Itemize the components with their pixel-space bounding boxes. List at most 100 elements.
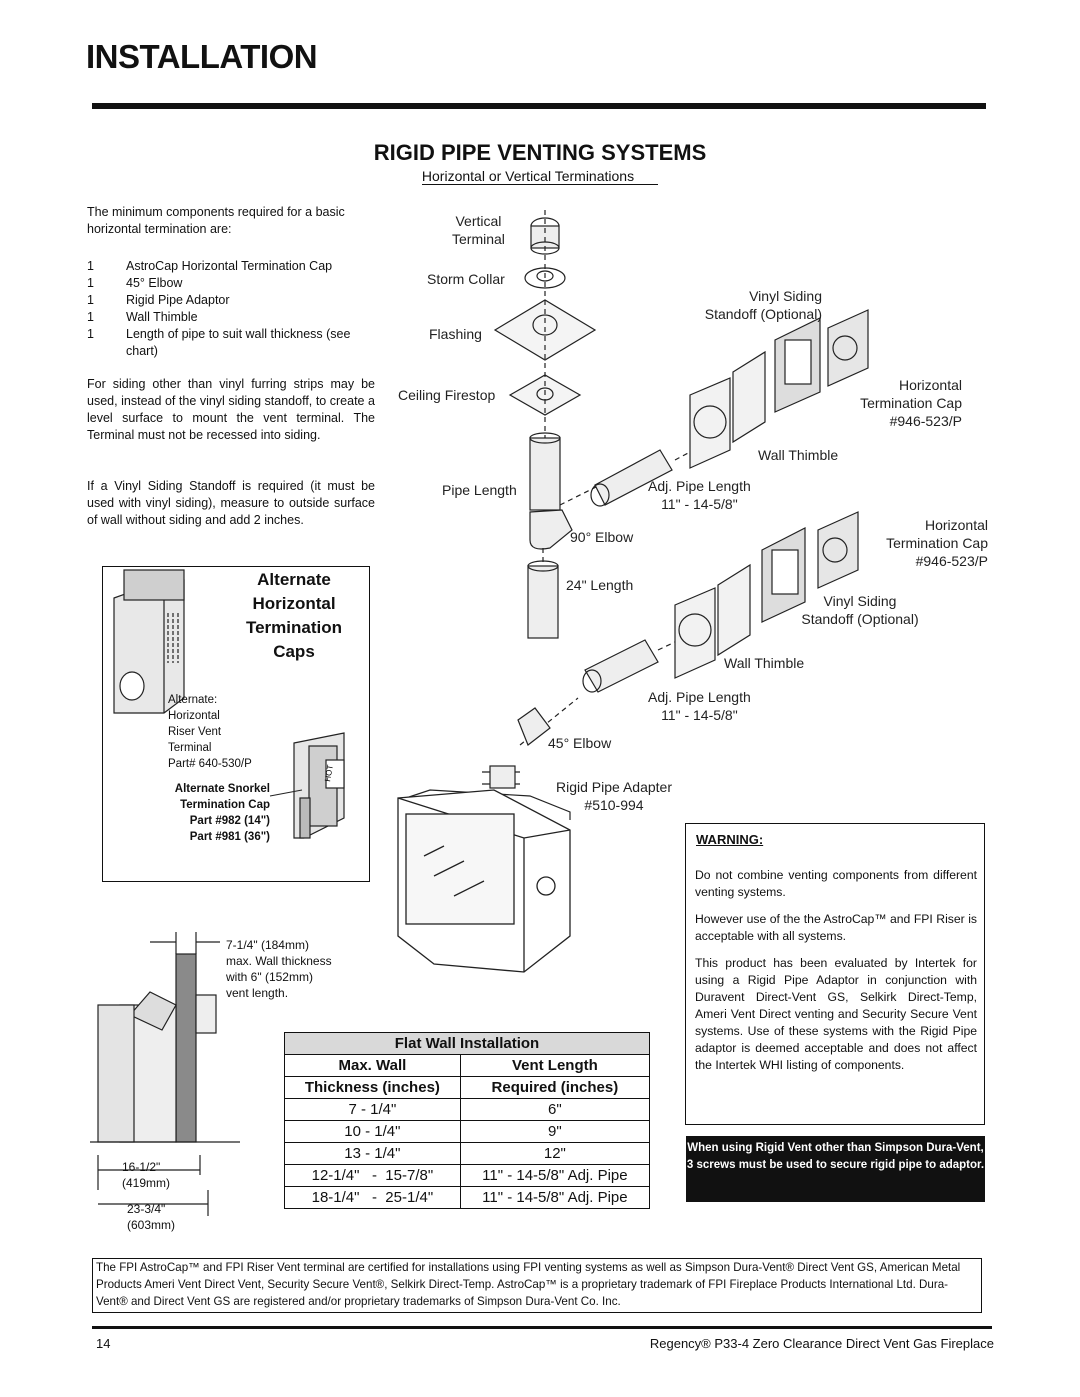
intro-text: The minimum components required for a ba…: [87, 205, 345, 236]
col-header: Max. Wall: [284, 1054, 461, 1077]
col-header: Vent Length: [459, 1054, 651, 1077]
label-line: Adj. Pipe Length: [648, 689, 751, 705]
riser-line: Riser Vent: [168, 726, 222, 738]
warning-paragraph: Do not combine venting components from d…: [695, 868, 977, 899]
table-row: 18-1/4" - 25-1/4"11" - 14-5/8" Adj. Pipe: [284, 1186, 651, 1209]
label-line: #946-523/P: [915, 553, 988, 569]
adj-pipe-label-2: Adj. Pipe Length 11" - 14-5/8": [648, 688, 751, 724]
fireplace-illustration: [397, 789, 571, 973]
header-rule: [92, 103, 986, 109]
qty: 1: [87, 310, 94, 324]
warning-heading: WARNING:: [696, 832, 764, 847]
table-row: 12-1/4" - 15-7/8"11" - 14-5/8" Adj. Pipe: [284, 1164, 651, 1187]
dim-line: 23-3/4": [127, 1202, 166, 1216]
table-row: 10 - 1/4"9": [284, 1120, 651, 1143]
riser-line: Alternate:: [168, 694, 218, 706]
dim-line: (603mm): [127, 1218, 176, 1232]
snorkel-label: Alternate Snorkel Termination Cap Part #…: [150, 781, 270, 845]
cell: 11" - 14-5/8" Adj. Pipe: [459, 1164, 651, 1187]
riser-line: Horizontal: [168, 710, 220, 722]
venting-exploded-diagram: [399, 210, 869, 820]
section-subtitle: Horizontal or Vertical Terminations: [0, 168, 1080, 185]
page-title: INSTALLATION: [86, 38, 318, 75]
cell: 13 - 1/4": [284, 1142, 461, 1165]
table-row: 13 - 1/4"12": [284, 1142, 651, 1165]
snorkel-line: Part #982 (14"): [189, 815, 270, 827]
cell: 18-1/4" - 25-1/4": [284, 1186, 461, 1209]
component-text: 45° Elbow: [126, 276, 183, 290]
label-line: Termination Cap: [886, 535, 988, 551]
label-line: Vertical: [455, 213, 502, 229]
storm-collar-label: Storm Collar: [427, 271, 505, 287]
rigid-vent-note: When using Rigid Vent other than Simpson…: [686, 1136, 985, 1202]
col-header: Thickness (inches): [284, 1076, 461, 1099]
note-line: max. Wall thickness: [226, 954, 332, 968]
riser-line: Terminal: [168, 742, 212, 754]
alternate-caps-box: [102, 566, 370, 882]
title-line: Termination: [245, 618, 343, 637]
label-line: Adj. Pipe Length: [648, 478, 751, 494]
snorkel-line: Alternate Snorkel: [174, 783, 270, 795]
riser-line: Part# 640-530/P: [168, 758, 252, 770]
note-line: with 6" (152mm): [226, 970, 313, 984]
trademark-footnote: The FPI AstroCap™ and FPI Riser Vent ter…: [92, 1258, 982, 1313]
qty: 1: [87, 276, 94, 290]
list-item: 1 45° Elbow: [87, 275, 377, 292]
alternate-caps-illustration: HOT: [113, 569, 345, 839]
riser-vent-label: Alternate: Horizontal Riser Vent Termina…: [168, 692, 252, 772]
document-title: Regency® P33-4 Zero Clearance Direct Ven…: [649, 1336, 994, 1351]
flashing-label: Flashing: [429, 326, 482, 342]
snorkel-line: Termination Cap: [180, 799, 270, 811]
note-line: 7-1/4" (184mm): [226, 938, 309, 952]
elbow-45-label: 45° Elbow: [548, 735, 612, 751]
table-caption: Flat Wall Installation: [284, 1032, 650, 1055]
alternate-caps-title: Alternate Horizontal Termination Caps: [218, 568, 370, 664]
label-line: 11" - 14-5/8": [661, 707, 738, 723]
component-text: AstroCap Horizontal Termination Cap: [126, 259, 333, 273]
label-line: Standoff (Optional): [801, 611, 919, 627]
component-list: 1 AstroCap Horizontal Termination Cap 1 45…: [87, 258, 377, 360]
label-line: Horizontal: [898, 377, 962, 393]
label-line: Vinyl Siding: [749, 288, 822, 304]
pipe-length-label: Pipe Length: [442, 482, 517, 498]
label-line: Horizontal: [924, 517, 988, 533]
hot-label: HOT: [323, 764, 335, 782]
cell: 6": [459, 1098, 651, 1121]
cell: 7 - 1/4": [284, 1098, 461, 1121]
wall-thimble-label-2: Wall Thimble: [724, 655, 805, 671]
label-line: 11" - 14-5/8": [661, 496, 738, 512]
qty: 1: [87, 293, 94, 307]
wall-thickness-note: 7-1/4" (184mm) max. Wall thickness with …: [226, 937, 332, 1001]
cell: 11" - 14-5/8" Adj. Pipe: [459, 1186, 651, 1209]
label-line: Vinyl Siding: [823, 593, 897, 609]
col-header: Required (inches): [459, 1076, 651, 1099]
length-24-label: 24" Length: [566, 577, 634, 593]
table-row: 7 - 1/4"6": [284, 1098, 651, 1121]
label-line: Rigid Pipe Adapter: [556, 779, 672, 795]
label-line: #946-523/P: [889, 413, 962, 429]
dim-line: (419mm): [122, 1176, 171, 1190]
warning-body: Do not combine venting components from d…: [695, 867, 977, 1084]
cell: 9": [459, 1120, 651, 1143]
depth-dimension-2: 23-3/4" (603mm): [127, 1201, 175, 1233]
page-number: 14: [96, 1336, 111, 1351]
warning-paragraph: However use of the the AstroCap™ and FPI…: [695, 912, 977, 943]
ceiling-firestop-label: Ceiling Firestop: [398, 387, 496, 403]
warning-paragraph: This product has been evaluated by Inter…: [695, 956, 977, 1072]
label-line: Standoff (Optional): [704, 306, 822, 322]
section-title: RIGID PIPE VENTING SYSTEMS: [373, 140, 707, 165]
title-line: Alternate: [257, 570, 331, 589]
elbow-90-label: 90° Elbow: [570, 529, 634, 545]
section-subtitle-text: Horizontal or Vertical Terminations: [421, 168, 659, 185]
label-line: Termination Cap: [860, 395, 962, 411]
siding-paragraph: For siding other than vinyl furring stri…: [87, 377, 375, 442]
component-text: Rigid Pipe Adaptor: [126, 293, 230, 307]
dim-line: 16-1/2": [122, 1160, 161, 1174]
component-text: Length of pipe to suit wall thickness (s…: [126, 327, 351, 358]
title-line: Horizontal: [252, 594, 336, 613]
